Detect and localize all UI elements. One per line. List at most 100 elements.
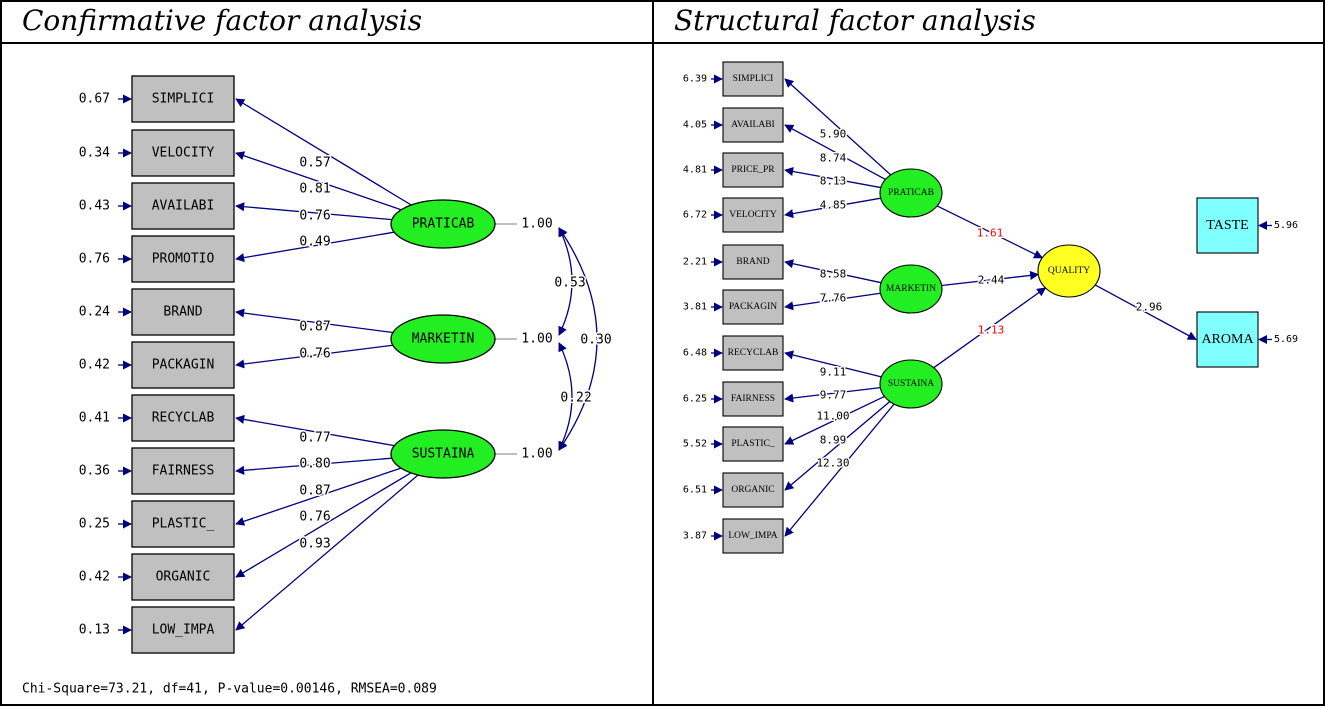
sem-organic-loading-value: 8.99	[820, 434, 847, 447]
sem-price-pr-loading-arrow	[784, 167, 881, 189]
sem-simplici-error-value: 6.39	[683, 74, 707, 85]
cfa-promotio-label: PROMOTIO	[152, 252, 215, 267]
cfa-promotio-loading-arrow	[235, 231, 395, 263]
border-right	[1323, 0, 1325, 706]
sem-fairness-label: FAIRNESS	[731, 394, 775, 404]
sem-organic-label: ORGANIC	[731, 485, 774, 495]
sem-packagin-error-value: 3.81	[683, 302, 707, 313]
sem-path-sustaina-quality	[933, 287, 1047, 369]
sem-path-marketin-quality	[941, 270, 1040, 287]
border-middle	[652, 0, 654, 706]
sem-price-pr-label: PRICE_PR	[731, 165, 775, 175]
border-bottom	[0, 704, 1325, 706]
sem-brand-label: BRAND	[736, 257, 769, 267]
sem-brand-error-value: 2.21	[683, 257, 707, 268]
sem-recyclab-box	[722, 335, 784, 371]
cfa-praticab-label: PRATICAB	[412, 217, 475, 232]
cfa-fairness-box	[131, 447, 235, 495]
sem-recyclab-label: RECYCLAB	[728, 348, 779, 358]
cfa-simplici-loading-value: 0.57	[299, 156, 330, 171]
sem-fairness-error-value: 6.25	[683, 394, 707, 405]
sem-taste-box	[1196, 197, 1259, 254]
sem-praticab-ellipse	[879, 168, 943, 218]
sem-quality-label: QUALITY	[1048, 266, 1090, 276]
cfa-fairness-loading-value: 0.80	[299, 457, 330, 472]
cfa-fairness-error-value: 0.36	[79, 464, 110, 479]
sem-low-impa-loading-arrow	[784, 403, 895, 537]
cfa-fairness-loading-arrow	[235, 457, 392, 475]
sem-aroma-error-value: 5.69	[1274, 334, 1298, 345]
sem-quality-ellipse	[1037, 244, 1101, 298]
cfa-velocity-label: VELOCITY	[152, 146, 215, 161]
sem-simplici-label: SIMPLICI	[733, 74, 774, 84]
sem-fairness-loading-arrow	[784, 386, 881, 403]
cfa-brand-box	[131, 288, 235, 336]
sem-sustaina-ellipse	[879, 359, 943, 409]
cfa-velocity-loading-value: 0.81	[299, 182, 330, 197]
border-left	[0, 0, 2, 706]
sem-path-praticab-quality	[936, 205, 1044, 259]
cfa-brand-error-value: 0.24	[79, 305, 110, 320]
sem-plastic-loading-arrow	[784, 395, 885, 445]
cfa-low-impa-error-value: 0.13	[79, 623, 110, 638]
sem-aroma-label: AROMA	[1201, 332, 1254, 347]
cfa-marketin-label: MARKETIN	[412, 332, 475, 347]
sem-availabi-error-value: 4.05	[683, 120, 707, 131]
cfa-brand-loading-value: 0.87	[299, 320, 330, 335]
sem-recyclab-loading-arrow	[784, 350, 882, 378]
cfa-praticab-variance-value: 1.00	[521, 217, 552, 232]
sem-simplici-loading-value: 5.90	[820, 128, 847, 141]
sem-availabi-loading-value: 8.74	[820, 152, 847, 165]
sem-low-impa-label: LOW_IMPA	[728, 531, 777, 541]
sem-price-pr-error-value: 4.81	[683, 165, 707, 176]
sem-low-impa-box	[722, 518, 784, 554]
cfa-simplici-box	[131, 75, 235, 123]
sem-availabi-box	[722, 107, 784, 143]
sem-organic-loading-arrow	[784, 401, 891, 491]
cfa-cov-praticab-marketin-value: 0.53	[554, 276, 585, 291]
sem-velocity-error-value: 6.72	[683, 210, 707, 221]
sem-path-sustaina-quality-value: 1.13	[978, 324, 1005, 337]
cfa-organic-label: ORGANIC	[156, 570, 211, 585]
sem-low-impa-loading-value: 12.30	[816, 457, 849, 470]
cfa-availabi-loading-value: 0.76	[299, 209, 330, 224]
sem-praticab-label: PRATICAB	[888, 188, 934, 198]
cfa-organic-error-value: 0.42	[79, 570, 110, 585]
cfa-packagin-loading-value: 0.76	[299, 347, 330, 362]
cfa-low-impa-loading-arrow	[235, 474, 419, 631]
cfa-low-impa-loading-value: 0.93	[299, 537, 330, 552]
sem-price-pr-box	[722, 152, 784, 188]
cfa-cov-praticab-sustaina	[558, 227, 598, 451]
cfa-organic-loading-value: 0.76	[299, 510, 330, 525]
cfa-marketin-ellipse	[390, 314, 496, 364]
sem-packagin-loading-arrow	[784, 292, 881, 311]
sem-brand-loading-value: 8.58	[820, 268, 847, 281]
cfa-availabi-loading-arrow	[235, 202, 392, 221]
sem-path-quality-aroma	[1094, 284, 1197, 341]
cfa-organic-loading-arrow	[235, 472, 412, 578]
right-panel-title: Structural factor analysis	[674, 4, 1036, 37]
cfa-brand-loading-arrow	[235, 308, 394, 334]
cfa-organic-box	[131, 553, 235, 601]
cfa-availabi-error-value: 0.43	[79, 199, 110, 214]
cfa-plastic-error-value: 0.25	[79, 517, 110, 532]
cfa-fairness-label: FAIRNESS	[152, 464, 215, 479]
cfa-marketin-variance-value: 1.00	[521, 332, 552, 347]
sem-taste-label: TASTE	[1206, 218, 1248, 233]
border-header	[0, 42, 1325, 44]
sem-price-pr-loading-value: 8.13	[820, 175, 847, 188]
cfa-availabi-label: AVAILABI	[152, 199, 215, 214]
sem-simplici-loading-arrow	[784, 78, 892, 176]
sem-velocity-label: VELOCITY	[729, 210, 777, 220]
cfa-promotio-box	[131, 235, 235, 283]
sem-brand-box	[722, 244, 784, 280]
cfa-promotio-error-value: 0.76	[79, 252, 110, 267]
sem-velocity-loading-value: 4.85	[820, 199, 847, 212]
cfa-velocity-box	[131, 129, 235, 177]
cfa-plastic-loading-arrow	[235, 467, 402, 526]
cfa-recyclab-loading-value: 0.77	[299, 431, 330, 446]
sem-organic-box	[722, 472, 784, 508]
cfa-packagin-box	[131, 341, 235, 389]
cfa-packagin-error-value: 0.42	[79, 358, 110, 373]
